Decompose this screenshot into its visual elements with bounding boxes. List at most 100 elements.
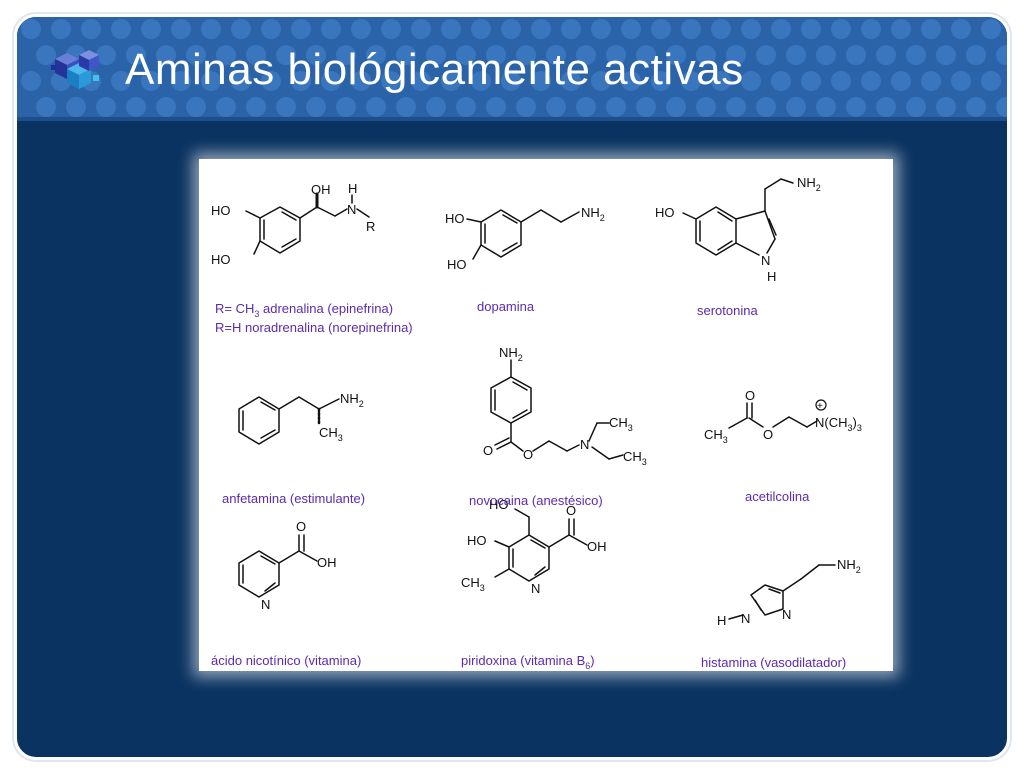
header-dot xyxy=(96,97,116,117)
adrenaline-structure xyxy=(245,192,370,255)
header-dot xyxy=(681,19,701,39)
header-dot xyxy=(456,45,476,65)
header-dot xyxy=(381,19,401,39)
adrenaline-n-label: N xyxy=(347,202,356,217)
dopamine-ho2-label: HO xyxy=(447,257,467,272)
header-dot xyxy=(126,97,146,117)
novocaine-ch3a-label: CH3 xyxy=(609,415,633,433)
header-dot xyxy=(561,71,581,91)
serotonin-ho-label: HO xyxy=(655,205,675,220)
novocaine-ch3b-label: CH3 xyxy=(623,449,647,467)
amphetamine-nh2-label: NH2 xyxy=(340,391,364,409)
header-dot xyxy=(936,97,956,117)
serotonin-nh2-label: NH2 xyxy=(797,175,821,193)
header-dot xyxy=(861,71,881,91)
header-dot xyxy=(306,45,326,65)
header-dot xyxy=(486,97,506,117)
header-dot xyxy=(156,97,176,117)
header-dot xyxy=(516,97,536,117)
novocaine-structure xyxy=(490,359,624,460)
header-dot xyxy=(351,19,371,39)
acetylcholine-o2-label: O xyxy=(763,427,773,442)
header-dot xyxy=(876,45,896,65)
slide-title: Aminas biológicamente activas xyxy=(125,45,744,94)
amphetamine-caption: anfetamina (estimulante) xyxy=(222,491,365,506)
header-dot xyxy=(666,45,686,65)
header-dot xyxy=(816,45,836,65)
header-dot xyxy=(141,71,161,91)
header-dot xyxy=(261,71,281,91)
header-dot xyxy=(456,97,476,117)
header-dot xyxy=(936,45,956,65)
serotonin-h-label: H xyxy=(767,269,776,284)
header-dot xyxy=(606,97,626,117)
header-dot xyxy=(21,71,41,91)
header-dot xyxy=(36,45,56,65)
header-dot xyxy=(696,45,716,65)
header-dot xyxy=(621,19,641,39)
header-dot xyxy=(636,97,656,117)
header-dot xyxy=(246,45,266,65)
header-dot xyxy=(831,19,851,39)
header-dot xyxy=(171,19,191,39)
header-dot xyxy=(291,71,311,91)
acetylcholine-nme3-label: N(CH3)3 xyxy=(815,415,862,433)
pyridoxine-ho2-label: HO xyxy=(467,533,487,548)
header-dot xyxy=(336,45,356,65)
amphetamine-ch3-label: CH3 xyxy=(319,425,343,443)
pyridoxine-ch3-label: CH3 xyxy=(461,575,485,593)
header-dot xyxy=(951,19,971,39)
acetylcholine-caption: acetilcolina xyxy=(745,489,810,504)
header-dot xyxy=(351,71,371,91)
header-dot xyxy=(846,45,866,65)
header-dot xyxy=(756,45,776,65)
header-dot xyxy=(906,97,926,117)
header-dot xyxy=(321,71,341,91)
novocaine-n-label: N xyxy=(580,437,589,452)
adrenaline-ho1-label: HO xyxy=(211,203,231,218)
header-dot xyxy=(651,71,671,91)
header-dot xyxy=(396,97,416,117)
header-dot xyxy=(771,19,791,39)
pyridoxine-caption: piridoxina (vitamina B6) xyxy=(461,653,595,671)
header-dot xyxy=(666,97,686,117)
histamine-nh2-label: NH2 xyxy=(837,557,861,575)
nicotinic-o-label: O xyxy=(296,519,306,534)
header-dot xyxy=(816,97,836,117)
header-dot xyxy=(546,45,566,65)
novocaine-o1-label: O xyxy=(483,443,493,458)
header-dot xyxy=(921,71,941,91)
header-dot xyxy=(951,71,971,91)
novocaine-nh2-label: NH2 xyxy=(499,345,523,363)
header-dot xyxy=(726,45,746,65)
header-dot xyxy=(471,71,491,91)
adrenaline-caption-line1: R= CH3 adrenalina (epinefrina) xyxy=(215,301,393,319)
header-dot xyxy=(441,71,461,91)
header-dot xyxy=(891,19,911,39)
header-dot xyxy=(651,19,671,39)
header-dot xyxy=(576,45,596,65)
header-dot xyxy=(261,19,281,39)
header-dot xyxy=(996,97,1007,117)
header-dot xyxy=(21,19,41,39)
acetylcholine-plus-label: + xyxy=(817,401,823,412)
nicotinic-oh-label: OH xyxy=(317,555,337,570)
header-dot xyxy=(51,19,71,39)
header-dot xyxy=(501,19,521,39)
header-dot xyxy=(756,97,776,117)
header-dot xyxy=(411,19,431,39)
header-dot xyxy=(396,45,416,65)
header-dot xyxy=(96,45,116,65)
nicotinic-acid-caption: ácido nicotínico (vitamina) xyxy=(211,653,361,668)
header-dot xyxy=(216,97,236,117)
header-dot xyxy=(711,71,731,91)
header-dot xyxy=(426,97,446,117)
header-dot xyxy=(291,19,311,39)
header-dot xyxy=(591,71,611,91)
header-dot xyxy=(246,97,266,117)
dopamine-ho1-label: HO xyxy=(445,211,465,226)
header-dot xyxy=(576,97,596,117)
header-dot xyxy=(306,97,326,117)
header-dot xyxy=(546,97,566,117)
header-dot xyxy=(771,71,791,91)
